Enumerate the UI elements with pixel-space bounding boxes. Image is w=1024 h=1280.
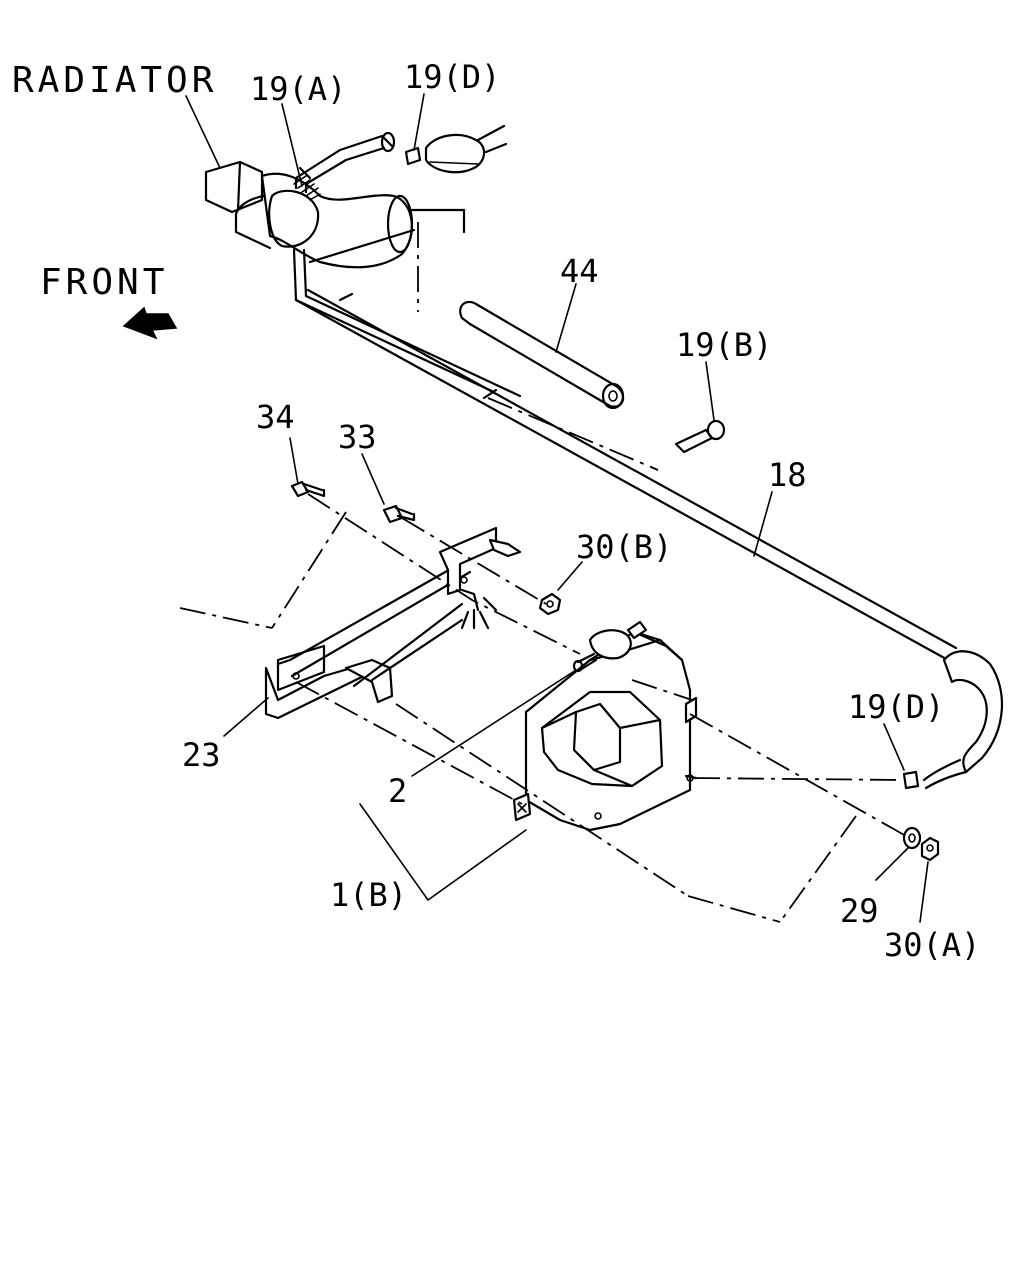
bracket-23 (264, 526, 522, 720)
label-19d-top: 19(D) (404, 58, 500, 96)
label-30a: 30(A) (884, 926, 980, 964)
leader-lines (185, 93, 929, 923)
arrow-icon (122, 306, 178, 340)
fasteners-upper (290, 480, 562, 616)
label-18: 18 (768, 456, 807, 494)
labels: RADIATOR FRONT 19(A) 19(D) 44 19(B) 18 3… (12, 58, 980, 964)
label-radiator: RADIATOR (12, 60, 217, 101)
label-19d-bottom: 19(D) (848, 688, 944, 726)
label-30b: 30(B) (576, 528, 672, 566)
tube-44 (459, 300, 625, 410)
radiator-assembly (204, 124, 522, 398)
label-34: 34 (256, 398, 295, 436)
label-2: 2 (388, 772, 407, 810)
reservoir-tank (512, 620, 698, 832)
label-1b: 1(B) (330, 876, 407, 914)
label-front: FRONT (40, 262, 168, 303)
label-19b: 19(B) (676, 326, 772, 364)
overflow-hose-18 (294, 288, 1004, 790)
clip-19b (674, 419, 726, 454)
fasteners-lower (902, 826, 940, 862)
label-44: 44 (560, 252, 599, 290)
alignment-lines (179, 397, 907, 923)
label-33: 33 (338, 418, 377, 456)
label-29: 29 (840, 892, 879, 930)
label-23: 23 (182, 736, 221, 774)
label-19a: 19(A) (250, 70, 346, 108)
